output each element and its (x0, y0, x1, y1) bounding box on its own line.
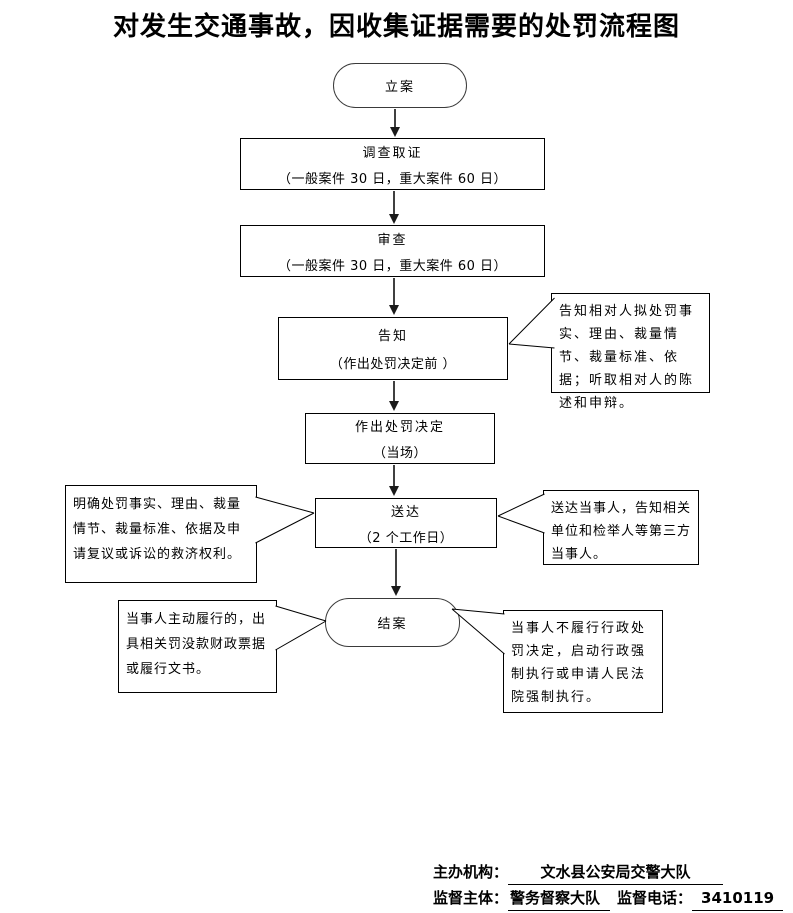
node-label: 作出处罚决定 (354, 420, 445, 435)
flow-node-investigate: 调查取证 （一般案件 30 日，重大案件 60 日） (240, 138, 545, 190)
callout-deliver-right: 送达当事人，告知相关单位和检举人等第三方当事人。 (543, 490, 699, 565)
footer: 主办机构：文水县公安局交警大队 监督主体：警务督察大队监督电话：3410119 (433, 860, 784, 912)
flow-node-review: 审查 （一般案件 30 日，重大案件 60 日） (240, 225, 545, 277)
arrow-deliver-close (391, 549, 401, 596)
node-label: 审查 (377, 232, 408, 248)
tail-deliver-right (497, 493, 545, 534)
callout-deliver-left: 明确处罚事实、理由、裁量情节、裁量标准、依据及申请复议或诉讼的救济权利。 (65, 485, 257, 583)
arrow-investigate-review (389, 191, 399, 224)
flow-node-start: 立案 (333, 63, 467, 108)
arrow-decide-deliver (389, 465, 399, 496)
organizer-label: 主办机构： (433, 863, 509, 881)
page-title: 对发生交通事故，因收集证据需要的处罚流程图 (112, 12, 680, 42)
arrow-inform-decide (389, 381, 399, 411)
arrow-start-investigate (390, 109, 400, 137)
callout-close-right: 当事人不履行行政处罚决定，启动行政强制执行或申请人民法院强制执行。 (503, 610, 663, 713)
supervisor-label: 监督主体： (433, 889, 509, 907)
tail-close-left (275, 605, 327, 651)
flow-node-decide: 作出处罚决定 （当场） (305, 413, 495, 464)
node-note: （2 个工作日） (358, 530, 454, 546)
phone-value: 3410119 (692, 886, 784, 911)
node-note: （一般案件 30 日，重大案件 60 日） (277, 258, 508, 274)
callout-close-left: 当事人主动履行的，出具相关罚没款财政票据或履行文书。 (118, 600, 277, 693)
node-note: （一般案件 30 日，重大案件 60 日） (277, 171, 508, 187)
node-label: 调查取证 (362, 145, 423, 161)
footer-organizer-row: 主办机构：文水县公安局交警大队 (433, 860, 783, 886)
phone-label: 监督电话： (617, 889, 693, 907)
flow-node-inform: 告知 （作出处罚决定前 ） (278, 317, 508, 380)
footer-supervisor-row: 监督主体：警务督察大队监督电话：3410119 (433, 886, 784, 912)
arrow-review-inform (389, 278, 399, 315)
tail-deliver-left (255, 496, 315, 544)
tail-close-right (451, 608, 505, 655)
node-label: 立案 (384, 80, 415, 95)
supervisor-value: 警务督察大队 (508, 886, 611, 911)
flow-node-deliver: 送达 （2 个工作日） (315, 498, 497, 548)
node-note: （作出处罚决定前 ） (329, 357, 457, 372)
node-label: 送达 (390, 504, 421, 520)
flow-node-close: 结案 (325, 598, 460, 647)
node-note: （当场） (372, 446, 427, 461)
node-label: 告知 (377, 329, 408, 344)
callout-inform-right: 告知相对人拟处罚事实、理由、裁量情节、裁量标准、依据；听取相对人的陈述和申辩。 (551, 293, 710, 411)
node-label: 结案 (377, 617, 408, 632)
organizer-value: 文水县公安局交警大队 (508, 860, 724, 885)
tail-inform-right (508, 297, 555, 349)
